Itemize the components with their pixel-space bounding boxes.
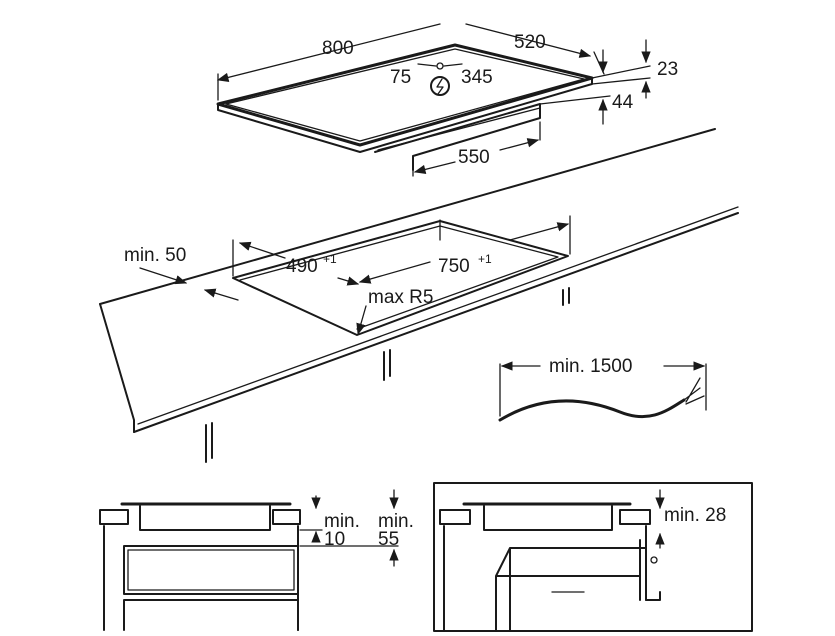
base-width-label: 550 xyxy=(458,147,490,168)
hob-glass-top xyxy=(216,43,594,147)
oven-body xyxy=(495,547,647,632)
drawer-gap-side-value: 55 xyxy=(378,529,399,550)
power-cable xyxy=(498,361,707,422)
hob-depth-label: 520 xyxy=(514,32,546,53)
frame-height-label: 23 xyxy=(657,59,678,80)
cutout-depth-label: 490 xyxy=(286,256,318,277)
cable-length-label: min. 1500 xyxy=(549,356,632,377)
drawer-gap-top-label: min. xyxy=(324,511,360,532)
conn-right-label: 345 xyxy=(461,67,493,88)
worktop-drawing xyxy=(99,128,739,463)
drawer-gap-top-value: 10 xyxy=(324,529,345,550)
cutout-width-label: 750 xyxy=(438,256,470,277)
drawer-gap-side-label: min. xyxy=(378,511,414,532)
conn-left-label: 75 xyxy=(390,67,411,88)
hob-drawing xyxy=(216,43,594,171)
cutout-width-tol: +1 xyxy=(478,252,492,266)
power-symbol-icon xyxy=(430,76,450,96)
edge-distance-label: min. 50 xyxy=(124,245,186,266)
oven-gap-label: min. 28 xyxy=(664,505,726,526)
hob-glass-edge xyxy=(217,77,593,153)
corner-radius-label: max R5 xyxy=(368,287,433,308)
install-oven-section xyxy=(433,482,753,632)
oven-frame xyxy=(433,482,753,632)
cutout-outline xyxy=(232,220,569,336)
cutout-depth-tol: +1 xyxy=(323,252,337,266)
hob-width-label: 800 xyxy=(322,38,354,59)
install-drawer-section xyxy=(99,502,301,631)
total-height-label: 44 xyxy=(612,92,634,113)
